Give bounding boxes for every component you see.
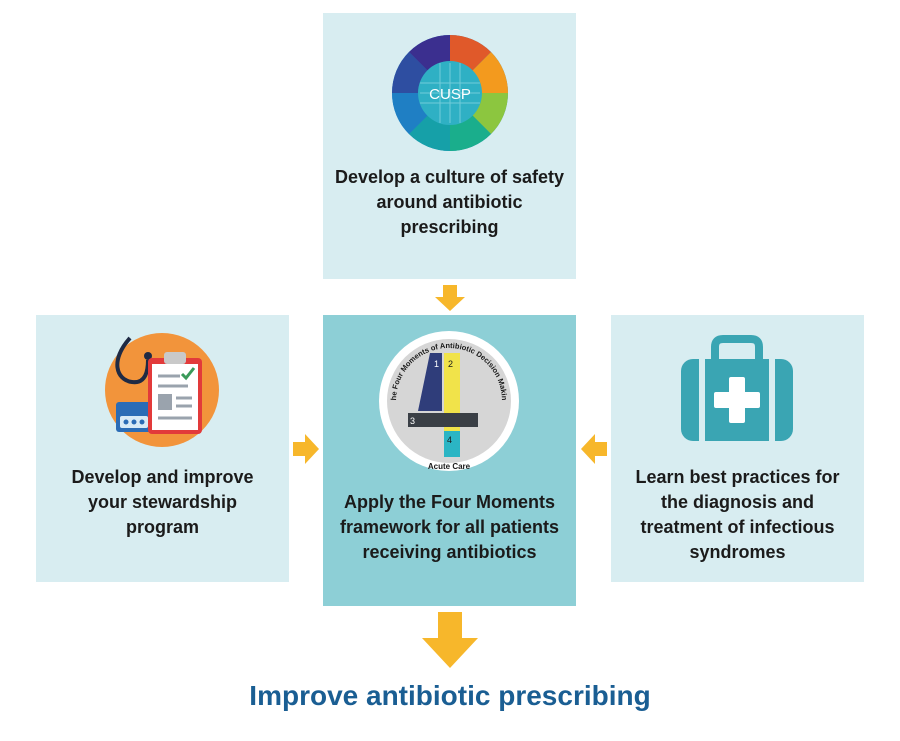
moment-2: 2: [448, 359, 453, 369]
stewardship-box: Develop and improve your stewardship pro…: [36, 315, 289, 582]
cusp-puzzle-icon: CUSP: [392, 35, 508, 151]
best-practices-box-text: Learn best practices for the diagnosis a…: [635, 467, 840, 562]
clipboard-stethoscope-icon: [105, 333, 219, 447]
four-moments-box: The Four Moments of Antibiotic Decision …: [323, 315, 576, 606]
moment-4: 4: [447, 435, 452, 445]
arrow-down-top: [435, 285, 465, 311]
four-moments-wheel-icon: The Four Moments of Antibiotic Decision …: [374, 323, 519, 471]
cusp-label: CUSP: [429, 86, 471, 103]
medical-kit-icon: [681, 335, 793, 441]
arrow-left-right: [581, 434, 607, 464]
arrow-right-left: [293, 434, 319, 464]
moment-1: 1: [434, 359, 439, 369]
stewardship-box-text: Develop and improve your stewardship pro…: [71, 467, 254, 537]
arrow-down-bottom: [422, 612, 478, 668]
four-moments-box-text: Apply the Four Moments framework for all…: [339, 492, 560, 562]
outcome-title: Improve antibiotic prescribing: [249, 680, 651, 711]
wheel-bottom-label: Acute Care: [428, 462, 471, 471]
cusp-box: CUSP Develop a culture of safety around …: [323, 13, 576, 279]
best-practices-box: Learn best practices for the diagnosis a…: [611, 315, 864, 582]
moment-3: 3: [410, 416, 415, 426]
cusp-box-text: Develop a culture of safety around antib…: [334, 167, 565, 237]
